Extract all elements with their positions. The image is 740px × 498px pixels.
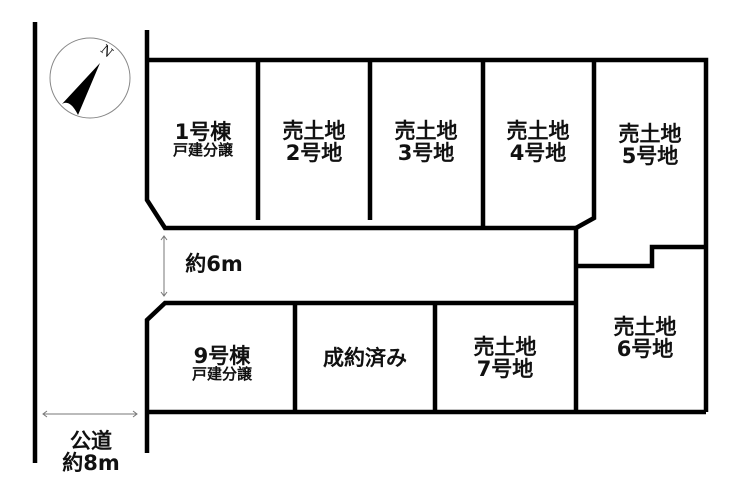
arrow-head-icon	[160, 291, 168, 297]
public-road-width: 約8m	[62, 451, 120, 475]
lower-block-outline	[144, 300, 576, 453]
lot-subtitle: 3号地	[397, 141, 455, 165]
lot-title: 売土地	[613, 314, 677, 339]
lot-subtitle: 戸建分譲	[172, 141, 234, 160]
public-road-label: 公道約8m	[62, 430, 120, 474]
lot-title: 売土地	[506, 118, 570, 143]
lot-title: 9号棟	[193, 344, 251, 369]
private-road-width-label: 約6m	[185, 251, 243, 276]
lot-1-label: 1号棟戸建分譲	[173, 121, 233, 159]
upper-lots-top	[147, 57, 709, 412]
lot-title: 1号棟	[174, 120, 232, 145]
arrow-head-icon	[160, 235, 168, 241]
lot-title: 売土地	[394, 118, 458, 143]
lot-subtitle: 6号地	[616, 337, 674, 361]
lot-9-label: 9号棟戸建分譲	[192, 345, 252, 383]
upper-block-outline	[144, 30, 579, 412]
arrow-head-icon	[132, 410, 138, 418]
lot-title: 成約済み	[323, 345, 407, 370]
lot-subtitle: 5号地	[621, 144, 679, 168]
lot-title: 売土地	[618, 121, 682, 146]
divider-5-6	[576, 244, 706, 269]
lot-title: 売土地	[473, 334, 537, 359]
lot-subtitle: 7号地	[476, 357, 534, 381]
lot-subtitle: 4号地	[509, 141, 567, 165]
divider-4-5	[574, 60, 597, 230]
public-road-name: 公道	[70, 428, 112, 453]
lot-subtitle: 戸建分譲	[191, 365, 253, 384]
compass-icon	[49, 37, 131, 119]
lot-8-label: 成約済み	[323, 347, 407, 369]
arrow-head-icon	[42, 410, 48, 418]
lot-subtitle: 2号地	[285, 141, 343, 165]
lot-title: 売土地	[282, 118, 346, 143]
